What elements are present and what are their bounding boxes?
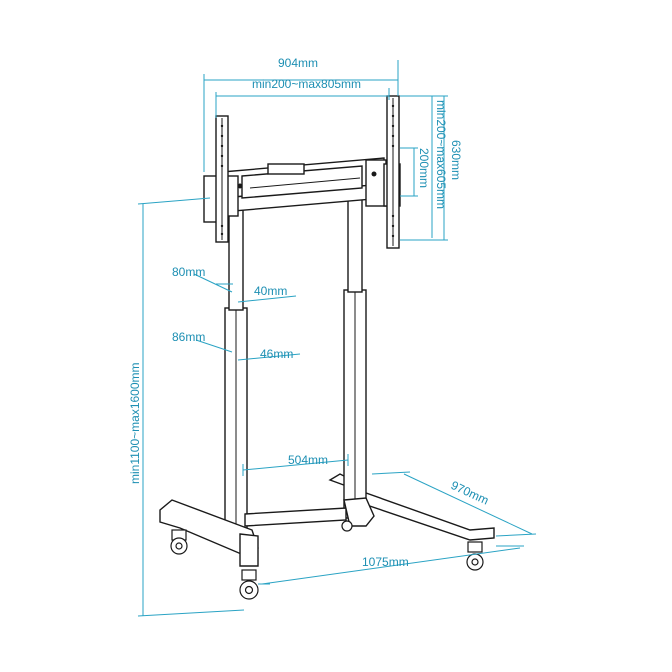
mount-crossbar — [221, 157, 385, 213]
vesa-rail-right — [386, 95, 400, 249]
lower-column-right — [343, 289, 367, 519]
dim-mount-width-range: min200~max805mm — [215, 77, 390, 118]
dim-base-width: 1075mm — [258, 545, 524, 585]
tv-stand-drawing — [159, 95, 495, 600]
dim-base-width-label: 1075mm — [362, 555, 409, 569]
caster-back-right — [466, 541, 484, 571]
dim-mount-width-range-label: min200~max805mm — [252, 77, 361, 91]
dim-upper-column-width-label: 40mm — [254, 284, 287, 298]
dim-vesa-spacing: 200mm — [400, 147, 431, 197]
dim-mount-height-range: min200~max605mm — [431, 96, 448, 238]
lower-column-left — [224, 307, 248, 535]
dim-lower-column-width-label: 46mm — [260, 347, 293, 361]
vesa-rail-left — [215, 115, 229, 243]
caster-front-left — [170, 529, 188, 555]
vesa-rail-holes — [220, 104, 395, 238]
dim-mount-height: 630mm — [400, 95, 463, 241]
dim-mount-width-label: 904mm — [278, 56, 318, 70]
dim-vesa-spacing-label: 200mm — [417, 148, 431, 188]
dim-base-depth-label: 970mm — [449, 478, 491, 508]
base-leg-front-left — [159, 499, 259, 567]
dim-mount-height-range-label: min200~max605mm — [434, 100, 448, 209]
caster-front-center — [239, 569, 259, 600]
caster-back-center — [341, 520, 353, 532]
dimension-annotations: 904mm min200~max805mm 630mm min200~max60… — [128, 56, 537, 617]
dim-upper-column: 80mm 40mm — [172, 265, 297, 303]
dim-column-spacing-label: 504mm — [288, 453, 328, 467]
dim-column-spacing: 504mm — [242, 453, 349, 476]
dim-overall-height-label: min1100~max1600mm — [128, 362, 142, 484]
dim-lower-column: 86mm 46mm — [172, 330, 301, 361]
upper-column-right — [347, 191, 363, 293]
dim-mount-width: 904mm — [203, 56, 399, 172]
dim-mount-height-label: 630mm — [449, 140, 463, 180]
dim-lower-column-depth-label: 86mm — [172, 330, 205, 344]
dim-overall-height: min1100~max1600mm — [128, 197, 245, 617]
dim-upper-column-depth-label: 80mm — [172, 265, 205, 279]
bottom-crossbar — [244, 507, 347, 527]
